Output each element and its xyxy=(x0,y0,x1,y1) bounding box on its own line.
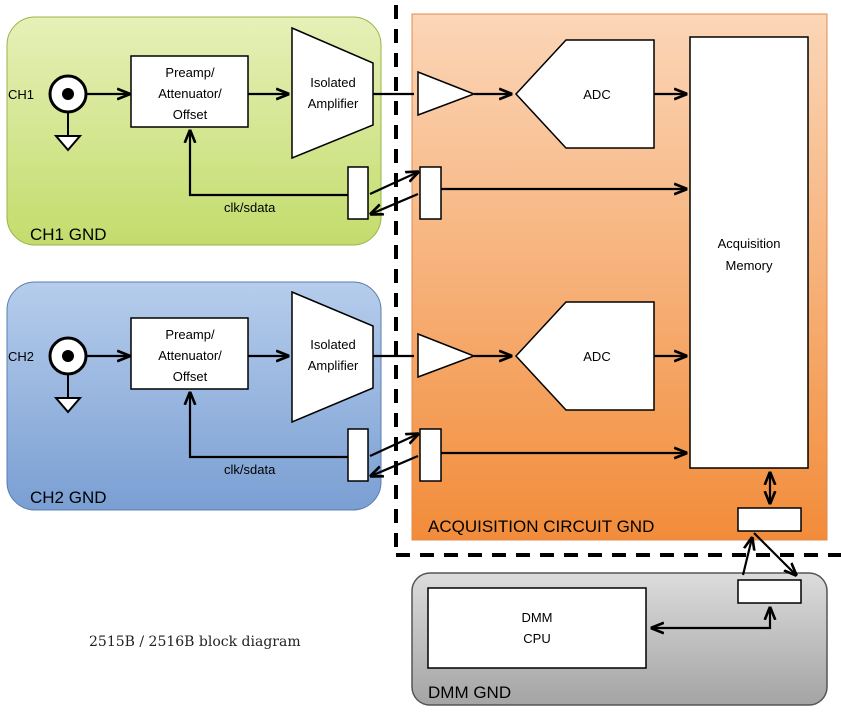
ch1-clk-feedback-wire xyxy=(190,131,348,197)
ch1-input-label: CH1 xyxy=(8,87,34,102)
ch1-gnd-label: CH1 GND xyxy=(30,225,107,244)
memory-line2: Memory xyxy=(726,258,773,273)
ch2-input-label: CH2 xyxy=(8,349,34,364)
ch2-buffer-triangle-icon xyxy=(417,332,477,379)
acquisition-memory-block xyxy=(689,36,809,469)
ch2-amp-line2: Amplifier xyxy=(308,358,359,373)
dmm-isolator xyxy=(737,579,802,604)
ch1-preamp-block xyxy=(130,55,249,128)
ch2-preamp-line1: Preamp/ xyxy=(165,327,215,342)
ch1-preamp-line1: Preamp/ xyxy=(165,65,215,80)
ch1-amp-line1: Isolated xyxy=(310,75,356,90)
ch2-preamp-block xyxy=(130,317,249,390)
ch1-preamp-line2: Attenuator/ xyxy=(158,86,222,101)
acquisition-isolator xyxy=(737,507,802,532)
ch1-amp-line2: Amplifier xyxy=(308,96,359,111)
ch1-ground-symbol-icon xyxy=(53,112,83,152)
ch2-coupling-wire-out xyxy=(369,434,418,457)
ch2-preamp-line2: Attenuator/ xyxy=(158,348,222,363)
ch1-isolator-left xyxy=(347,166,369,220)
diagram-caption: 2515B / 2516B block diagram xyxy=(89,634,301,650)
dmm-coupling-wire-down xyxy=(753,532,796,575)
ch2-coupling-wire-in xyxy=(371,454,419,476)
ch2-clk-sdata-label: clk/sdata xyxy=(224,462,276,477)
ch1-buffer-triangle-icon xyxy=(417,70,477,117)
ch2-amp-line1: Isolated xyxy=(310,337,356,352)
ch2-isolator-left xyxy=(347,428,369,482)
ch2-gnd-label: CH2 GND xyxy=(30,488,107,507)
memory-line1: Acquisition xyxy=(718,236,781,251)
ch2-ground-symbol-icon xyxy=(53,374,83,414)
ch1-coupling-wire-out xyxy=(369,172,418,195)
ch1-preamp-line3: Offset xyxy=(173,107,208,122)
acquisition-gnd-label: ACQUISITION CIRCUIT GND xyxy=(428,517,654,536)
cpu-to-dmm-isolator-wire xyxy=(652,608,770,628)
ch2-isolator-right xyxy=(419,428,442,482)
dmm-cpu-line2: CPU xyxy=(523,631,550,646)
ch2-preamp-line3: Offset xyxy=(173,369,208,384)
ch1-coupling-wire-in xyxy=(371,192,419,214)
ch2-adc-label: ADC xyxy=(583,349,610,364)
dmm-coupling-wire-up xyxy=(741,538,752,576)
ch2-isolated-amplifier-block xyxy=(291,290,374,424)
ch1-isolator-right xyxy=(419,166,442,220)
ch1-clk-sdata-label: clk/sdata xyxy=(224,200,276,215)
dmm-cpu-block xyxy=(427,587,647,669)
ch2-bnc-connector-icon xyxy=(48,336,88,376)
dmm-gnd-label: DMM GND xyxy=(428,683,511,702)
ch1-isolated-amplifier-block xyxy=(291,26,374,160)
ch1-bnc-connector-icon xyxy=(48,74,88,114)
ch2-clk-feedback-wire xyxy=(190,393,348,459)
ch1-adc-label: ADC xyxy=(583,87,610,102)
dmm-cpu-line1: DMM xyxy=(521,610,552,625)
